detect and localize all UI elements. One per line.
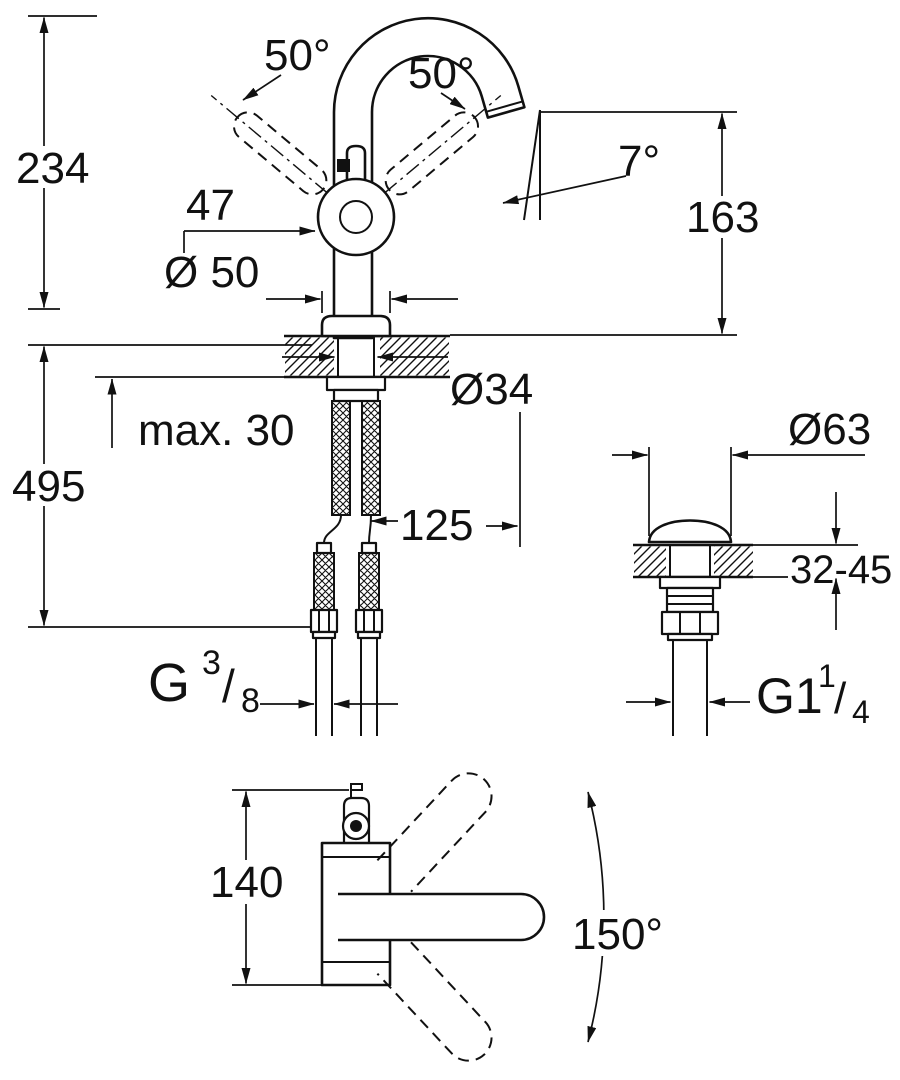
ball-joint-inner <box>339 200 373 234</box>
handle-position-right <box>383 94 502 196</box>
angle-50-left-label: 50° <box>264 31 331 80</box>
spout-outline <box>332 16 526 340</box>
popup-cap <box>647 519 733 544</box>
angle-7-label: 7° <box>618 137 660 186</box>
handle-ball-joint <box>316 177 396 257</box>
angle-50-left: 50° <box>242 31 331 101</box>
dimension-234: 234 <box>14 15 97 310</box>
thread-g38: G 3 / 8 <box>148 644 398 720</box>
drain-deck-section <box>633 543 753 579</box>
thread-g38-base: G <box>148 653 190 713</box>
dim-3245-label: 32-45 <box>790 548 892 592</box>
supply-hose-right <box>361 400 381 516</box>
dimension-32-45: 32-45 <box>753 492 892 630</box>
section-mark <box>350 783 363 798</box>
thread-g38-sub: 8 <box>241 682 260 720</box>
dim-d34-label: Ø34 <box>450 365 533 414</box>
thread-g38-slash: / <box>222 660 235 712</box>
dim-d63-label: Ø63 <box>788 405 871 454</box>
dim-125-label: 125 <box>400 501 473 550</box>
dimension-base-diameter: Ø 50 <box>164 248 458 313</box>
thread-g114-base: G1 <box>756 668 823 724</box>
dimension-max-30: max. 30 <box>95 376 295 455</box>
supply-hose-left <box>331 400 351 516</box>
drain-body <box>658 575 722 736</box>
thread-g114-sub: 4 <box>852 694 870 730</box>
dim-495-label: 495 <box>12 462 85 511</box>
dim-max30-label: max. 30 <box>138 406 295 455</box>
thread-g114-slash: / <box>834 674 847 723</box>
dim-234-label: 234 <box>16 144 89 193</box>
handle-knob-center <box>350 820 362 832</box>
dimension-140: 140 <box>206 789 349 986</box>
check-valve-left <box>309 541 339 736</box>
hose-curve-left <box>323 514 342 544</box>
angle-150-label: 150° <box>572 910 663 959</box>
dim-163-label: 163 <box>686 193 759 242</box>
check-valve-right <box>354 541 384 736</box>
dimension-163: 163 <box>450 111 774 336</box>
spout-top-view <box>338 892 546 942</box>
dimension-47: 47 <box>183 181 316 253</box>
top-view: 150° 140 <box>206 772 672 1062</box>
dim-140-label: 140 <box>210 858 283 907</box>
lever-detail <box>337 159 350 172</box>
hose-curve-right <box>368 514 372 544</box>
mounting-nut <box>332 388 380 403</box>
angle-50-right: 50° <box>408 49 475 110</box>
dim-d50-label: Ø 50 <box>164 248 259 297</box>
mounting-washer <box>325 375 387 392</box>
angle-150: 150° <box>568 791 672 1043</box>
spout-aerator-line <box>485 100 523 113</box>
dim-47-label: 47 <box>186 181 235 230</box>
thread-g114-sup: 1 <box>818 658 836 694</box>
side-view: 234 495 47 Ø 50 50° <box>10 15 774 736</box>
angle-50-right-label: 50° <box>408 49 475 98</box>
handle-position-left <box>210 94 329 196</box>
angle-7: 7° <box>502 109 660 221</box>
dimension-d63: Ø63 <box>612 405 871 536</box>
dimension-125: 125 <box>370 412 521 550</box>
thread-g38-sup: 3 <box>202 644 221 682</box>
spout-swivel-right <box>376 941 493 1062</box>
spout-swivel-left <box>376 772 493 893</box>
drain-view: Ø63 32-45 G1 1 / 4 <box>612 405 892 736</box>
dimension-495: 495 <box>10 344 312 628</box>
dimension-hole-diameter: Ø34 <box>282 352 533 414</box>
thread-g114: G1 1 / 4 <box>626 658 870 730</box>
escutcheon-base <box>320 314 392 338</box>
